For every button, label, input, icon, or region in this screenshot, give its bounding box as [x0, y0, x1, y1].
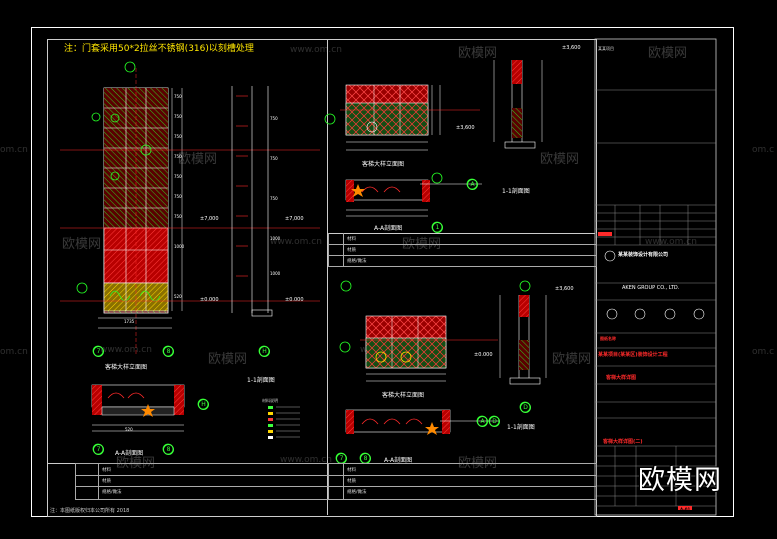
company-name-en: AKEN GROUP CO., LTD.	[622, 285, 680, 291]
divider-horizontal	[328, 233, 595, 234]
view-title: 1-1剖面图	[507, 424, 535, 431]
svg-text:750: 750	[270, 156, 278, 161]
axis-marker: 7	[93, 444, 104, 455]
watermark-edge-left: om.cn	[0, 145, 28, 155]
drawing-label: 图纸名称	[600, 336, 616, 341]
watermark-edge-left: om.cn	[0, 347, 28, 357]
level-text: ±3,600	[555, 286, 574, 292]
watermark-edge-right: om.c	[752, 145, 775, 155]
svg-text:750: 750	[270, 116, 278, 121]
svg-text:1000: 1000	[270, 271, 281, 276]
drawing-title: 客梯大样详图	[606, 375, 637, 381]
watermark-brand: 欧模网	[540, 152, 580, 167]
svg-text:520: 520	[174, 294, 182, 299]
watermark-brand: 欧模网	[648, 46, 688, 61]
level-text: ±7,000	[200, 216, 219, 222]
svg-text:750: 750	[174, 174, 182, 179]
svg-text:750: 750	[270, 196, 278, 201]
axis-marker: 8	[163, 444, 174, 455]
material-table: 材料 材质 规格/做法	[328, 233, 597, 267]
dimension-text: 520	[125, 427, 133, 432]
watermark-brand: 欧模网	[178, 152, 218, 167]
level-text: ±0.000	[200, 297, 219, 303]
axis-marker: 7	[93, 346, 104, 357]
svg-text:1000: 1000	[174, 244, 185, 249]
table-cell: 材料	[347, 237, 356, 242]
axis-marker: H	[198, 399, 209, 410]
svg-text:1000: 1000	[270, 236, 281, 241]
level-text: ±0.000	[474, 352, 493, 358]
view-title: 客梯大样立面图	[382, 392, 425, 399]
watermark-site: www.om.cn	[270, 237, 322, 247]
svg-text:750: 750	[174, 94, 182, 99]
view-title: 1-1剖面图	[247, 377, 275, 384]
axis-marker: D	[520, 402, 531, 413]
view-title: 材料说明	[262, 398, 278, 403]
watermark-brand: 欧模网	[208, 352, 248, 367]
watermark-brand: 欧模网	[552, 352, 592, 367]
watermark-site: www.om.cn	[100, 345, 152, 355]
table-cell: 材质	[347, 479, 356, 484]
table-cell: 规格/做法	[347, 490, 367, 495]
company-name: 某某装饰设计有限公司	[618, 252, 669, 258]
axis-marker: 1	[432, 222, 443, 233]
project-name: 某某项目	[598, 46, 614, 51]
svg-text:750: 750	[174, 134, 182, 139]
table-cell: 材质	[102, 479, 111, 484]
axis-marker: D	[489, 416, 500, 427]
view-title: A-A剖面图	[384, 457, 413, 464]
level-text: ±3,600	[456, 125, 475, 131]
footer-note: 注：本图纸版权归本公司所有 2018	[50, 508, 130, 514]
table-cell: 规格/做法	[102, 490, 122, 495]
watermark-edge-right: om.c	[752, 347, 775, 357]
axis-marker: H	[259, 346, 270, 357]
divider-vertical	[327, 39, 328, 515]
view-title: 客梯大样立面图	[362, 161, 405, 168]
svg-text:750: 750	[174, 114, 182, 119]
watermark-site: www.om.cn	[290, 45, 342, 55]
table-cell: 材质	[347, 248, 356, 253]
project-title: 某某项目(某某区)装饰设计工程	[598, 352, 668, 358]
axis-marker: 8	[163, 346, 174, 357]
drawing-code: A-01	[680, 507, 691, 512]
table-cell: 材料	[347, 468, 356, 473]
table-cell: 材料	[102, 468, 111, 473]
dimension-text: 1735	[124, 319, 135, 324]
inner-frame	[47, 39, 597, 517]
view-title: 1-1剖面图	[502, 188, 530, 195]
header-note: 注：门套采用50*2拉丝不锈钢(316)以刻槽处理	[64, 44, 254, 54]
watermark-site: www.om.cn	[645, 237, 697, 247]
material-table: 材料 材质 规格/做法	[75, 463, 329, 500]
view-title: A-A剖面图	[374, 225, 403, 232]
watermark-site: www.om.cn	[280, 455, 332, 465]
view-title: A-A剖面图	[115, 450, 144, 457]
watermark-brand: 欧模网	[458, 46, 498, 61]
table-cell: 规格/做法	[347, 259, 367, 264]
level-text: ±3,600	[562, 45, 581, 51]
view-title: 客梯大样立面图	[105, 364, 148, 371]
level-text: ±7,000	[285, 216, 304, 222]
level-text: ±0.000	[285, 297, 304, 303]
brand-logo: 欧模网	[638, 465, 722, 496]
drawing-subtitle: 客梯大样详图(二)	[603, 439, 643, 445]
watermark-brand: 欧模网	[62, 237, 102, 252]
svg-text:750: 750	[174, 154, 182, 159]
svg-text:750: 750	[174, 194, 182, 199]
axis-marker: A	[477, 416, 488, 427]
svg-text:750: 750	[174, 214, 182, 219]
material-table: 材料 材质 规格/做法	[328, 463, 597, 500]
axis-marker: A	[467, 179, 478, 190]
